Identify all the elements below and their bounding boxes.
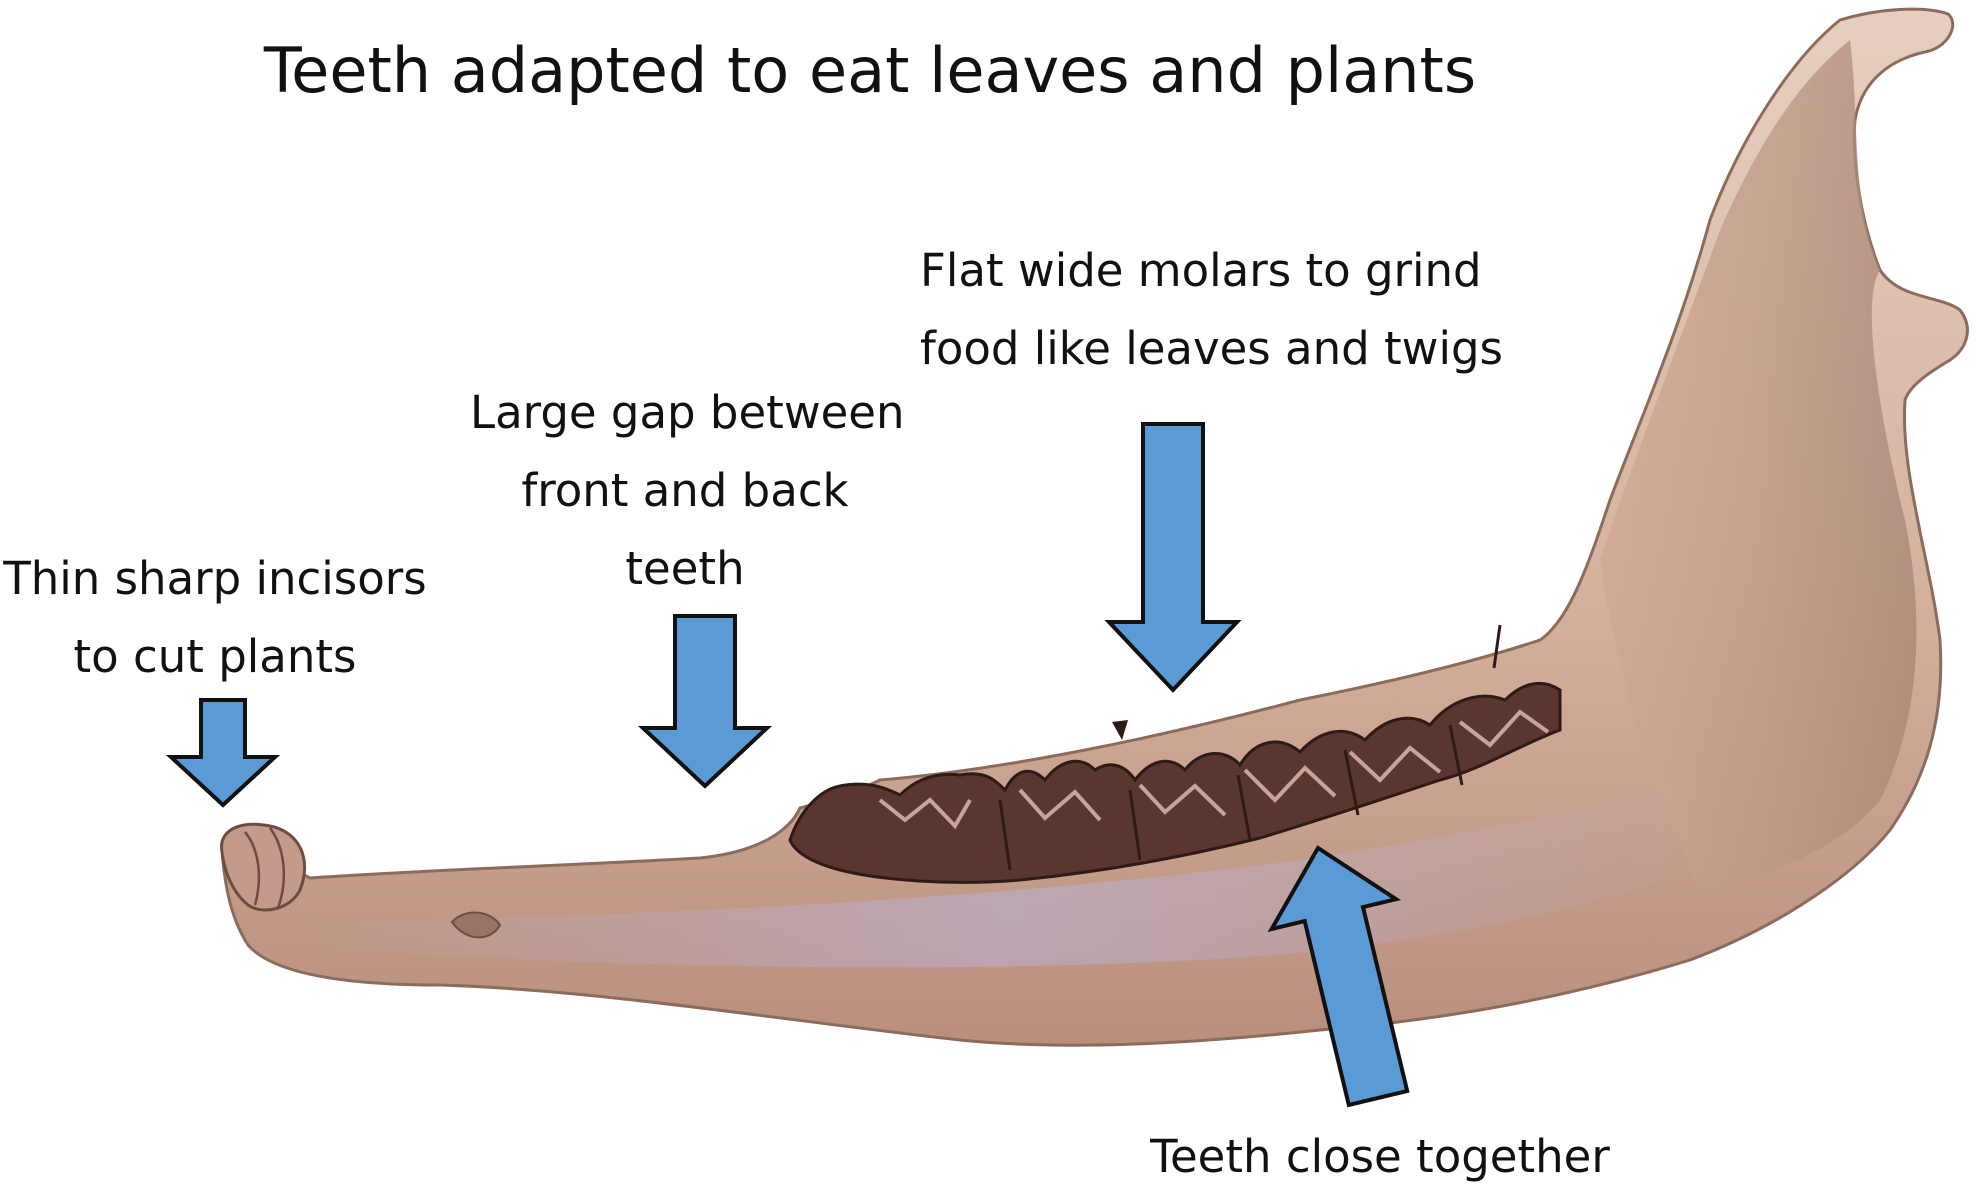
- label-incisors: Thin sharp incisors to cut plants: [0, 540, 430, 696]
- label-gap: Large gap between front and back teeth: [470, 374, 900, 608]
- label-molars-line-2: food like leaves and twigs: [920, 310, 1440, 388]
- label-close-line-1: Teeth close together: [1120, 1118, 1640, 1196]
- label-molars-line-1: Flat wide molars to grind: [920, 232, 1440, 310]
- arrow-gap: [643, 616, 767, 786]
- label-close: Teeth close together: [1120, 1118, 1640, 1196]
- label-gap-line-2: front and back: [470, 452, 900, 530]
- diagram-title: Teeth adapted to eat leaves and plants: [0, 26, 1740, 116]
- label-incisors-line-2: to cut plants: [0, 618, 430, 696]
- arrow-molars: [1109, 424, 1237, 690]
- label-gap-line-1: Large gap between: [470, 374, 900, 452]
- label-molars: Flat wide molars to grind food like leav…: [920, 232, 1440, 388]
- arrow-incisors: [171, 700, 275, 805]
- label-gap-line-3: teeth: [470, 530, 900, 608]
- label-incisors-line-1: Thin sharp incisors: [0, 540, 430, 618]
